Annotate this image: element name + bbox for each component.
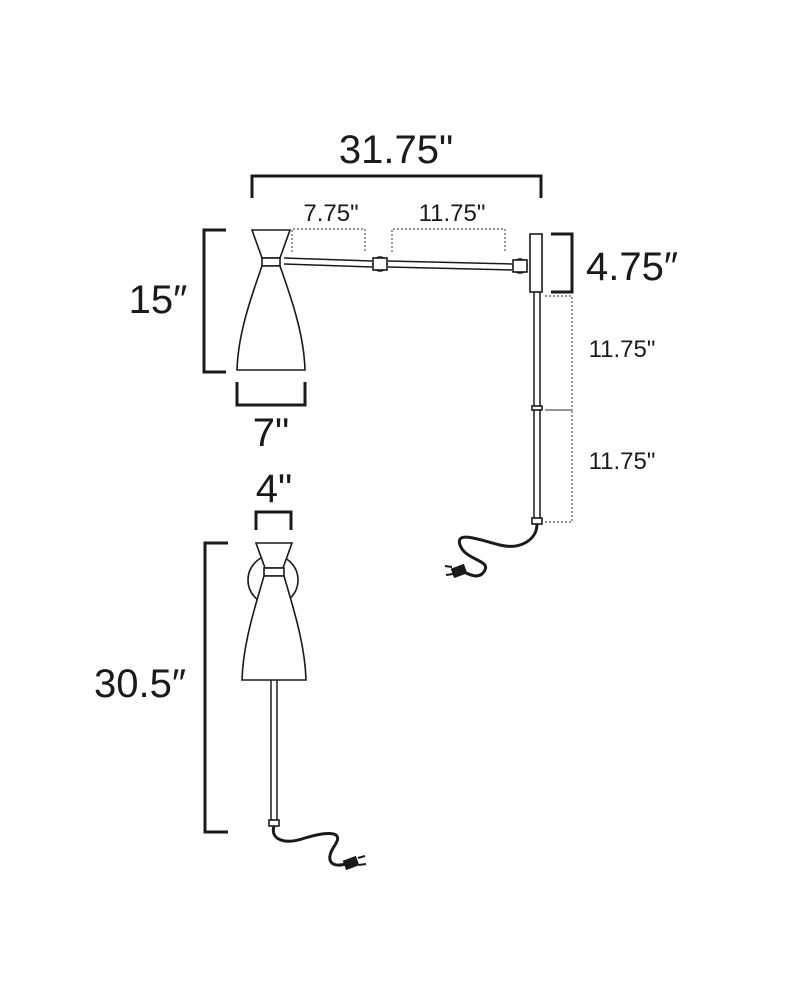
shade-height-label: 15″ xyxy=(129,278,188,322)
shade-to-joint-label: 7.75" xyxy=(303,200,358,227)
front-height-bracket xyxy=(203,541,228,834)
front-height-label: 30.5″ xyxy=(94,662,186,706)
front-shade xyxy=(241,542,307,681)
front-cord-plug xyxy=(271,825,367,871)
front-width-label: 4" xyxy=(256,467,292,511)
front-rod xyxy=(268,680,280,827)
backplate-height-bracket xyxy=(551,232,574,294)
rod-upper-guide xyxy=(545,295,573,411)
front-width-bracket xyxy=(254,510,293,530)
side-cord-plug xyxy=(444,523,539,579)
shade-to-joint-guide xyxy=(291,228,366,252)
overall-width-label: 31.75" xyxy=(339,128,453,172)
side-backplate xyxy=(529,233,543,293)
joint-to-joint-label: 11.75" xyxy=(419,200,486,227)
shade-width-label: 7" xyxy=(253,411,289,455)
rod-lower-guide xyxy=(545,409,573,523)
shade-width-bracket xyxy=(235,382,307,407)
rod-lower-label: 11.75" xyxy=(589,448,656,475)
side-shade xyxy=(236,229,306,371)
rod-upper-label: 11.75" xyxy=(589,336,656,363)
overall-width-bracket xyxy=(250,174,543,198)
swing-arm xyxy=(283,256,528,274)
side-rod xyxy=(531,292,543,525)
shade-height-bracket xyxy=(202,228,226,374)
joint-to-joint-guide xyxy=(391,228,506,252)
backplate-height-label: 4.75″ xyxy=(586,245,678,289)
